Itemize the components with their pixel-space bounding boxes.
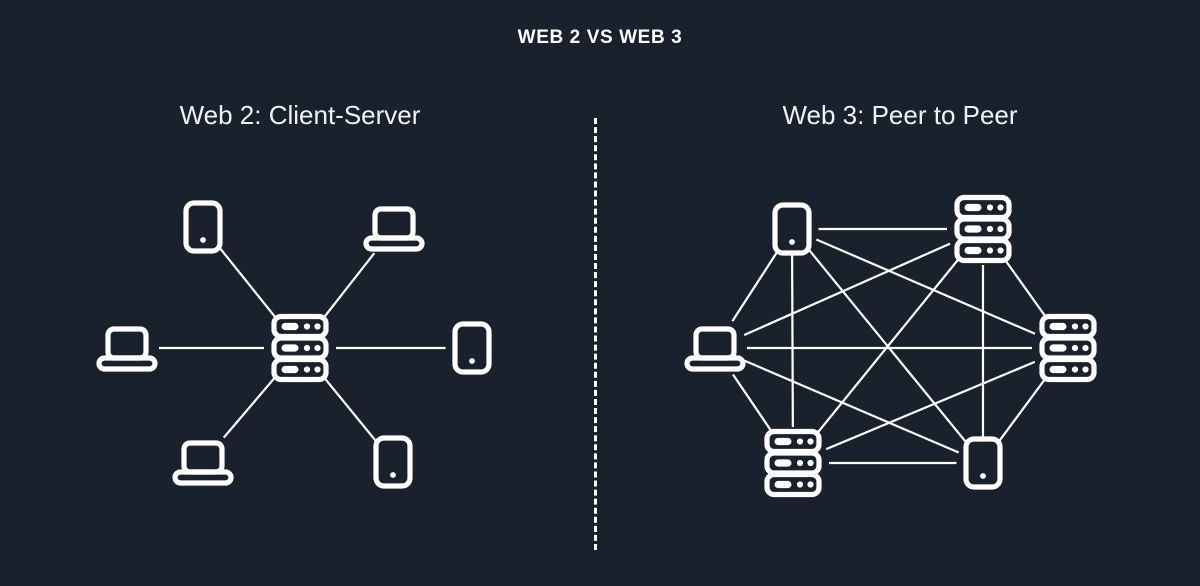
phone-icon [364, 426, 422, 498]
panel-heading-web2: Web 2: Client-Server [179, 100, 421, 130]
phone-icon [443, 312, 501, 384]
connection-line [807, 248, 968, 444]
page-title: WEB 2 VS WEB 3 [517, 27, 683, 48]
laptop-icon [165, 431, 241, 493]
panel-divider [594, 118, 597, 550]
phone-icon [763, 193, 821, 265]
server-icon [261, 308, 339, 388]
laptop-icon [677, 317, 753, 379]
server-icon [754, 423, 832, 503]
phone-icon [174, 191, 232, 263]
laptop-icon [89, 317, 165, 379]
server-icon [944, 189, 1022, 269]
phone-icon [954, 427, 1012, 499]
laptop-icon [356, 197, 432, 259]
server-icon [1029, 308, 1107, 388]
connection-line [791, 255, 794, 428]
connection-line [814, 256, 962, 436]
panel-heading-web3: Web 3: Peer to Peer [782, 100, 1018, 130]
